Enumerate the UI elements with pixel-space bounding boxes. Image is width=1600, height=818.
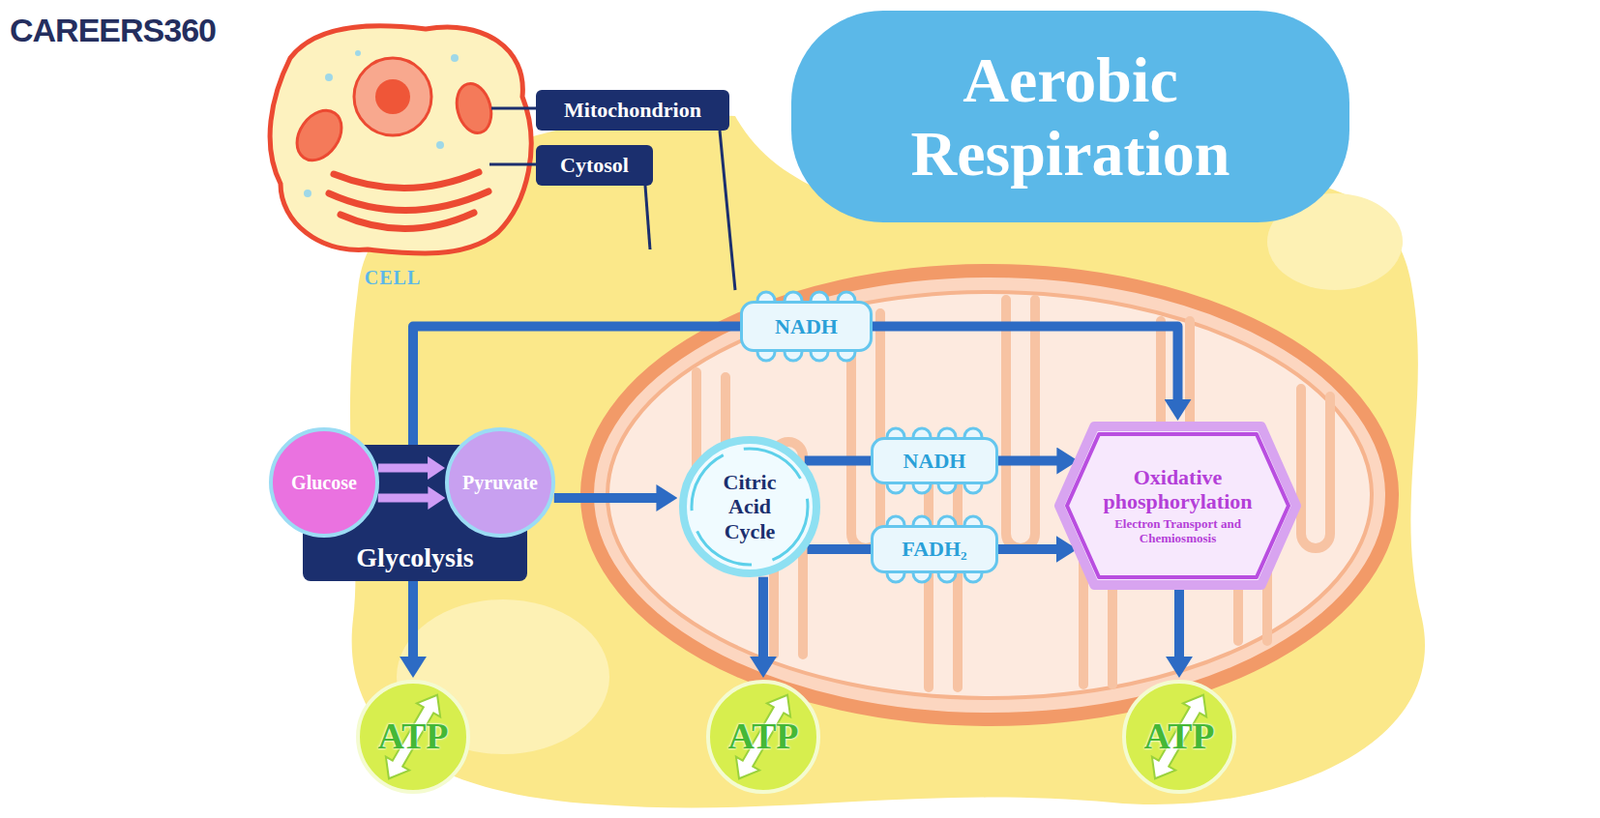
circle-shape bbox=[270, 429, 378, 536]
node-title: Mitochondrion bbox=[563, 97, 702, 122]
node-title: Glucose bbox=[291, 472, 357, 495]
cell-mitochondrion bbox=[451, 79, 497, 137]
molecule-box: NADH bbox=[870, 437, 999, 485]
molecule-box: FADH₂ bbox=[870, 525, 999, 574]
nucleolus bbox=[375, 79, 411, 115]
node-title: Oxidative phosphorylation bbox=[1081, 465, 1275, 515]
logo-box: CAREERS360 bbox=[9, 11, 216, 50]
cycle-circle: Citric Acid Cycle bbox=[678, 435, 822, 579]
stage-band: GlycolysisGlucosePyruvate bbox=[302, 444, 528, 582]
leader-line bbox=[719, 130, 736, 291]
label-tag: Cytosol bbox=[535, 145, 653, 186]
flow-arrow bbox=[1174, 585, 1185, 658]
flow-arrow bbox=[872, 326, 1179, 402]
dot bbox=[355, 50, 361, 57]
node-title: Cytosol bbox=[560, 152, 629, 178]
molecule-circle: Pyruvate bbox=[444, 426, 557, 539]
cell-mitochondrion bbox=[288, 102, 352, 170]
flow-arrow bbox=[378, 494, 430, 504]
cycle-arrows bbox=[691, 448, 808, 565]
atp-disc bbox=[357, 681, 469, 793]
node-title: NADH bbox=[774, 314, 838, 339]
flow-arrow bbox=[998, 456, 1058, 467]
node-title: ATP bbox=[377, 715, 448, 759]
dot bbox=[325, 73, 333, 82]
flow-arrow bbox=[554, 493, 658, 504]
atp-arrow bbox=[1143, 688, 1215, 787]
molecule-circle: Glucose bbox=[267, 426, 381, 539]
atp-arrow bbox=[727, 688, 800, 787]
node-title: ATP bbox=[1143, 715, 1215, 759]
leader-line bbox=[489, 163, 536, 167]
flow-arrow bbox=[804, 456, 871, 467]
flow-arrow bbox=[413, 326, 741, 446]
flow-arrow bbox=[998, 544, 1058, 555]
dot bbox=[303, 189, 312, 198]
flow-arrow bbox=[806, 544, 871, 555]
node-title: Citric Acid Cycle bbox=[709, 470, 791, 544]
atp-circle: ATP bbox=[1121, 679, 1238, 796]
endoplasmic-reticulum bbox=[328, 172, 489, 230]
node-title: NADH bbox=[903, 448, 967, 474]
mitochondrion-matrix bbox=[607, 292, 1372, 699]
title-banner: Aerobic Respiration bbox=[791, 10, 1350, 223]
atp-disc bbox=[708, 681, 819, 793]
node-title: ATP bbox=[727, 715, 799, 759]
node-title: Pyruvate bbox=[462, 472, 538, 495]
leader-line bbox=[645, 185, 651, 250]
node-title: Glycolysis bbox=[355, 542, 474, 574]
leader-lines bbox=[489, 108, 736, 291]
flow-arrow bbox=[378, 464, 429, 474]
molecule-box: NADH bbox=[740, 300, 873, 353]
atp-arrow bbox=[377, 688, 449, 787]
logo: CAREERS360 bbox=[9, 11, 216, 50]
label-tag: Mitochondrion bbox=[535, 89, 730, 131]
atp-circle: ATP bbox=[355, 679, 472, 796]
atp-circle: ATP bbox=[705, 679, 822, 796]
node-body: Electron Transport and Chemiosmosis bbox=[1105, 517, 1251, 547]
cell-label-box: CELL bbox=[358, 266, 427, 290]
atp-disc bbox=[1124, 681, 1235, 793]
cycle-ring bbox=[682, 440, 817, 574]
title: Aerobic Respiration bbox=[858, 43, 1284, 191]
mitochondrion-outer-membrane bbox=[587, 270, 1393, 720]
circle-shape bbox=[446, 429, 554, 536]
leader-line bbox=[491, 107, 536, 111]
nucleus bbox=[354, 58, 432, 136]
cell-label: CELL bbox=[358, 266, 427, 290]
hexagon-outer bbox=[1059, 426, 1297, 586]
cell-outline bbox=[269, 26, 532, 254]
hexagon-inner bbox=[1066, 434, 1289, 578]
cell-dots bbox=[303, 50, 459, 198]
dot bbox=[436, 141, 445, 149]
flow-arrow bbox=[408, 581, 418, 658]
dot bbox=[450, 54, 459, 62]
node-title: FADH₂ bbox=[901, 536, 967, 562]
process-hexagon: Oxidative phosphorylationElectron Transp… bbox=[1054, 421, 1302, 591]
flow-arrow bbox=[758, 577, 769, 658]
